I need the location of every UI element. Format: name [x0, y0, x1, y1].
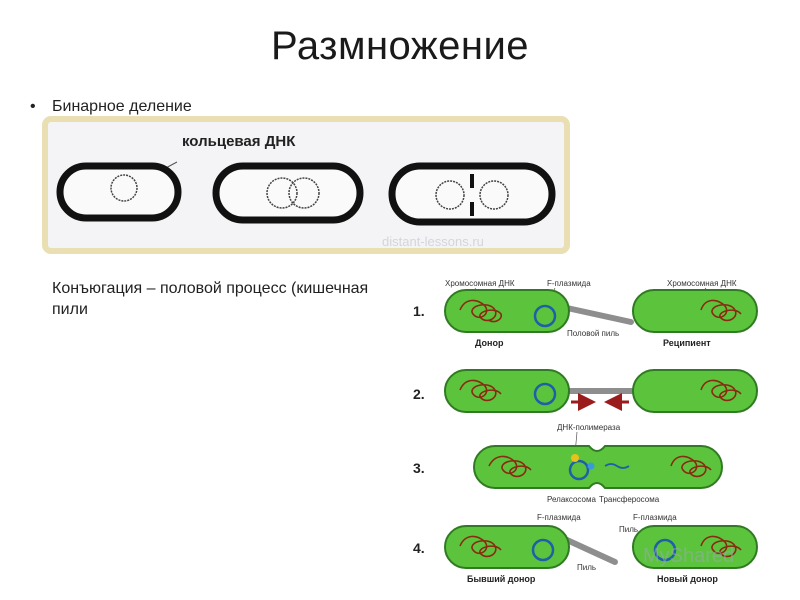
recipient-cell: [632, 289, 758, 333]
circular-dna-label: кольцевая ДНК: [182, 133, 296, 150]
donor-cell: [444, 369, 570, 413]
chromosome: [488, 455, 532, 478]
circular-dna: [435, 180, 465, 210]
label-chromosomal-dna: Хромосомная ДНК: [445, 279, 515, 288]
f-plasmid: [533, 382, 557, 406]
bullet-text-continued: пили: [52, 301, 88, 318]
bacterium-cell-1: [56, 162, 182, 222]
f-plasmid: [568, 459, 590, 481]
label-new-donor: Новый донор: [657, 574, 718, 584]
circular-dna: [288, 177, 320, 209]
transferosome-icon: [587, 462, 595, 470]
chromosome: [670, 455, 712, 478]
sex-pilus: [564, 537, 618, 565]
former-donor-cell: [444, 525, 570, 569]
label-chromosomal-dna: Хромосомная ДНК: [667, 279, 737, 288]
label-recipient: Реципиент: [663, 338, 711, 348]
label-pilus: Пиль: [577, 563, 596, 572]
label-f-plasmid: F-плазмида: [633, 513, 677, 522]
label-former-donor: Бывший донор: [467, 574, 536, 584]
label-donor: Донор: [475, 338, 504, 348]
step-number-3: 3.: [413, 460, 425, 476]
label-dna-polymerase: ДНК-полимераза: [557, 423, 621, 432]
f-plasmid: [533, 304, 557, 328]
recipient-cell: [632, 369, 758, 413]
label-f-plasmid: F-плазмида: [537, 513, 581, 522]
step-number-4: 4.: [413, 540, 425, 556]
bullet-text: Конъюгация – половой процесс (кишечная: [52, 280, 369, 297]
label-f-plasmid: F-плазмида: [547, 279, 591, 288]
chromosome: [459, 535, 502, 558]
conjugation-diagram: 1. 2. 3. 4. Хромосомная ДНК F-плазмида Х…: [413, 279, 758, 584]
bullet-conjugation: • Конъюгация – половой процесс (кишечная…: [52, 278, 412, 320]
label-transferosome: Трансферосома: [599, 495, 660, 504]
sex-pilus: [564, 305, 634, 325]
slide-title: Размножение: [270, 24, 530, 68]
watermark: distant-lessons.ru: [382, 234, 484, 249]
new-donor-cell: [632, 525, 758, 569]
pilus-bridge: [565, 388, 637, 394]
chromosome: [459, 299, 503, 323]
circular-dna: [479, 180, 509, 210]
label-relaxosome: Релаксосома: [547, 495, 596, 504]
label-sex-pilus: Половой пиль: [567, 329, 619, 338]
watermark: MyShared: [643, 545, 734, 567]
label-pilus: Пиль: [619, 525, 638, 534]
relaxosome-icon: [571, 454, 579, 462]
binary-division-figure: кольцевая ДНК distant-lessons.ru: [42, 116, 570, 254]
step-number-1: 1.: [413, 303, 425, 319]
bullet-text: Бинарное деление: [52, 98, 192, 115]
bullet-dot-icon: •: [30, 98, 36, 115]
chromosome: [700, 299, 742, 322]
chromosome: [700, 379, 742, 402]
bullet-binary-division: • Бинарное деление: [30, 96, 192, 117]
transferred-strand: [604, 463, 630, 469]
circular-dna: [110, 174, 138, 202]
conjugating-cell-pair: [473, 445, 723, 489]
chromosome: [459, 379, 502, 402]
step-number-2: 2.: [413, 386, 425, 402]
bacterium-cell-3: [388, 162, 556, 226]
circular-dna: [266, 177, 298, 209]
f-plasmid: [653, 538, 677, 562]
bacterium-cell-2: [212, 162, 364, 224]
f-plasmid: [531, 538, 555, 562]
chromosome: [700, 535, 742, 558]
